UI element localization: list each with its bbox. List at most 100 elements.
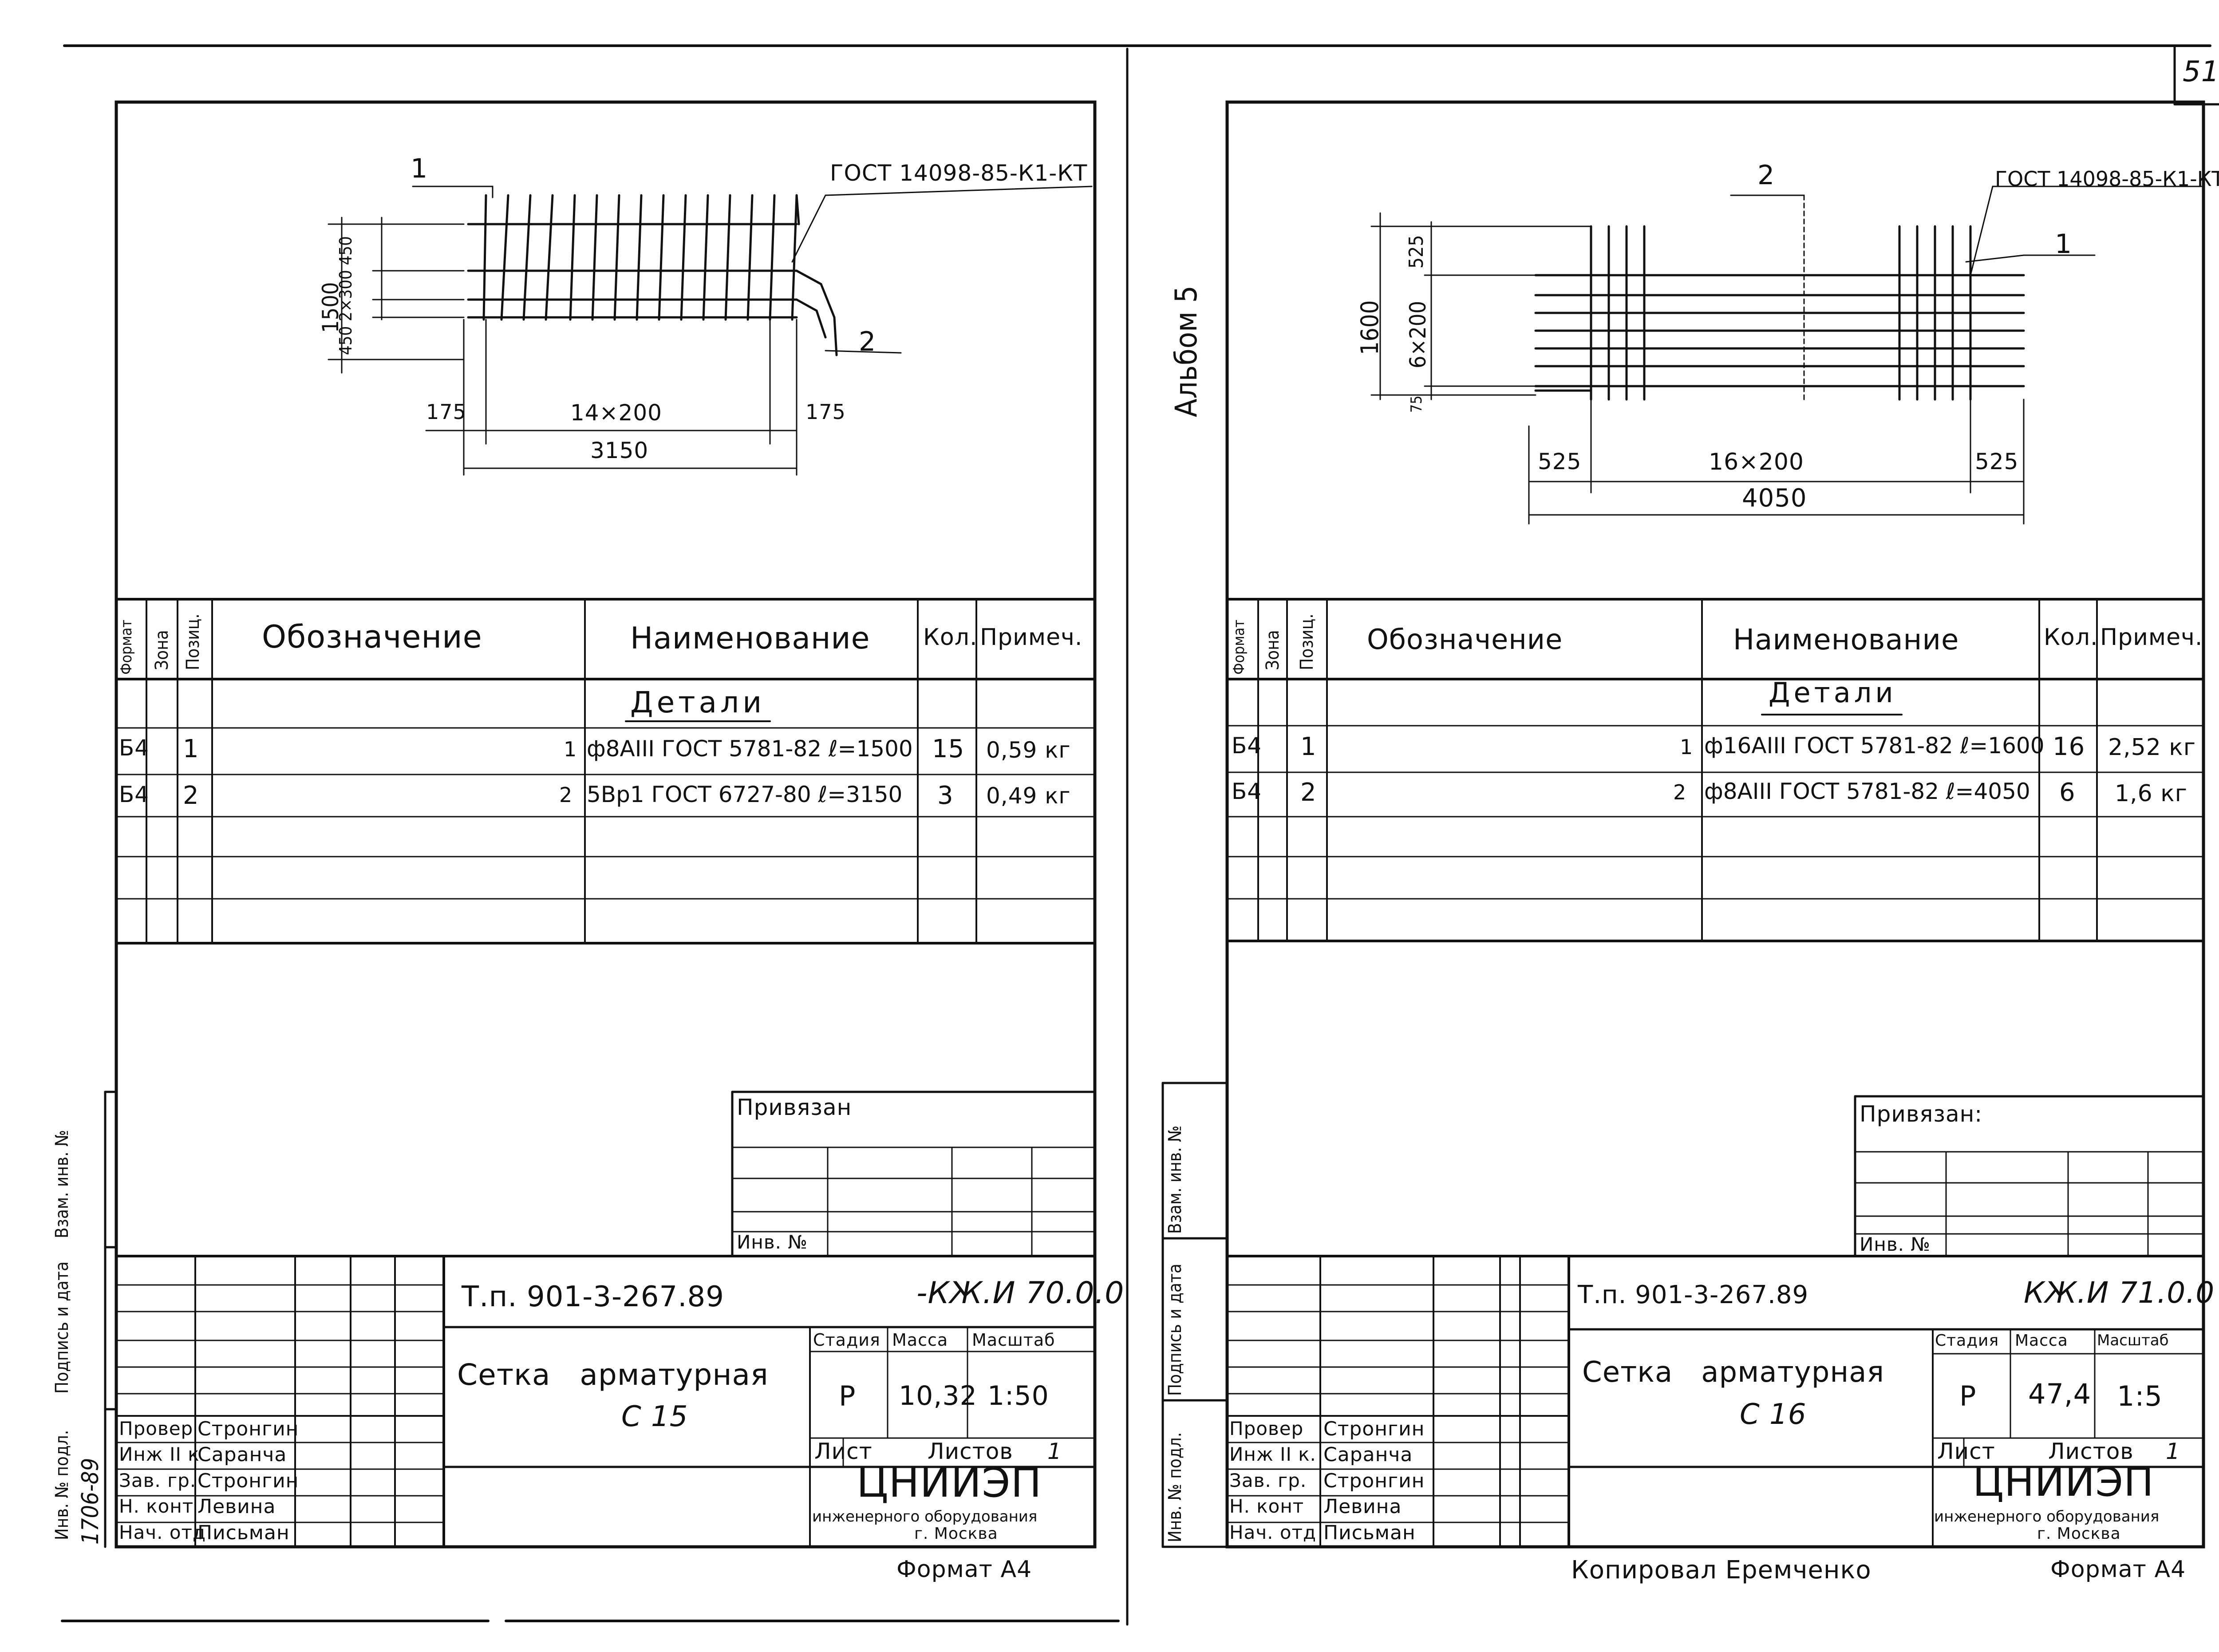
header-zone: Зона <box>1263 630 1283 670</box>
header-designation: Обозначение <box>1367 623 1563 656</box>
person-name: Стронгин <box>1323 1418 1425 1440</box>
header-name: Наименование <box>1733 624 1959 656</box>
scale-value: 1:5 <box>2117 1380 2163 1412</box>
dim-edge-left-left: 175 <box>426 400 466 424</box>
sheets-label: Листов <box>928 1439 1013 1464</box>
row-note: 1,6 кг <box>2115 780 2187 807</box>
row-pos: 1 <box>1300 732 1317 761</box>
inv-value: 1706-89 <box>77 1458 104 1545</box>
row-designation: 1 <box>564 737 577 761</box>
mass-value: 47,4 <box>2028 1378 2092 1410</box>
vzam-label: Взам. инв. № <box>52 1130 72 1238</box>
inv-no-label: Инв. № <box>1860 1233 1931 1255</box>
project-number: Т.п. 901-3-267.89 <box>1578 1280 1809 1309</box>
person-name: Письман <box>197 1522 290 1544</box>
org-sub: инженерного оборудования <box>812 1508 1038 1526</box>
header-format: Формат <box>118 619 135 675</box>
podpis-label: Подпись и дата <box>1165 1263 1185 1396</box>
mass-value: 10,32 <box>899 1380 977 1411</box>
project-number: Т.п. 901-3-267.89 <box>462 1280 724 1313</box>
person-name: Стронгин <box>197 1470 299 1492</box>
title-line1: Сетка арматурная <box>1582 1356 1884 1389</box>
row-note: 0,59 кг <box>986 737 1071 763</box>
dim-edge-right-left: 175 <box>805 400 846 424</box>
header-qty: Кол. <box>2044 624 2098 651</box>
row-pos: 2 <box>183 781 199 810</box>
person-name: Левина <box>197 1495 276 1518</box>
row-format: Б4 <box>119 782 150 807</box>
dim-bottom-right: 75 <box>1408 395 1425 413</box>
mass-label: Масса <box>2015 1332 2068 1350</box>
row-name: ф8АIII ГОСТ 5781-82 ℓ=4050 <box>1704 779 2030 804</box>
copied-by: Копировал Еремченко <box>1571 1556 1872 1585</box>
format-label: Формат А4 <box>2050 1556 2186 1583</box>
role: Н. конт <box>119 1495 194 1517</box>
sheets-count: 1 <box>1047 1439 1062 1464</box>
dim-height-total-right: 1600 <box>1356 300 1384 355</box>
dim-edge-left-right: 525 <box>1538 449 1582 474</box>
role: Провер <box>1229 1418 1304 1439</box>
sheet-label: Лист <box>1937 1439 1995 1464</box>
row-note: 2,52 кг <box>2108 734 2196 761</box>
inv-podl-label: Инв. № подл. <box>52 1430 72 1540</box>
album-label: Альбом 5 <box>1169 285 1204 417</box>
sheets-label: Листов <box>2048 1439 2134 1464</box>
person-name: Саранча <box>1323 1443 1413 1466</box>
privyazan-label: Привязан <box>737 1095 852 1120</box>
privyazan-label: Привязан: <box>1860 1101 1983 1127</box>
header-qty: Кол. <box>923 624 978 651</box>
callout-2-left: 2 <box>859 326 877 357</box>
stage-label: Стадия <box>1935 1332 1999 1350</box>
stage-value: Р <box>1959 1380 1977 1412</box>
title-line2: С 15 <box>621 1400 688 1433</box>
format-label: Формат А4 <box>896 1556 1032 1583</box>
stage-label: Стадия <box>813 1330 880 1350</box>
header-pos: Позиц. <box>183 613 203 670</box>
section-title: Детали <box>1769 676 1897 709</box>
gost-label-right: ГОСТ 14098-85-К1-КТ <box>1995 167 2219 191</box>
podpis-label: Подпись и дата <box>52 1261 72 1394</box>
title-line1: Сетка арматурная <box>457 1358 769 1392</box>
header-note: Примеч. <box>980 624 1083 651</box>
row-qty: 15 <box>932 735 965 763</box>
inv-podl-label: Инв. № подл. <box>1165 1432 1185 1542</box>
dim-width-total-left: 3150 <box>590 438 649 463</box>
dim-spacing-right: 16×200 <box>1709 449 1804 475</box>
inv-no-label: Инв. № <box>737 1231 808 1253</box>
row-name: ф8АIII ГОСТ 5781-82 ℓ=1500 <box>587 736 913 762</box>
role: Н. конт <box>1229 1495 1304 1517</box>
mass-label: Масса <box>892 1330 948 1350</box>
role: Инж II к. <box>1229 1443 1316 1465</box>
header-note: Примеч. <box>2100 624 2203 651</box>
section-title: Детали <box>630 685 766 719</box>
row-pos: 2 <box>1300 778 1317 807</box>
person-name: Стронгин <box>197 1418 299 1440</box>
page-number: 51 <box>2183 55 2219 88</box>
header-name: Наименование <box>630 621 870 656</box>
document-code: КЖ.И 71.0.0 <box>2024 1276 2215 1310</box>
person-name: Левина <box>1323 1495 1402 1518</box>
header-zone: Зона <box>152 630 172 670</box>
dim-top-right: 525 <box>1405 235 1428 269</box>
person-name: Саранча <box>197 1443 287 1466</box>
row-designation: 2 <box>1673 780 1687 804</box>
document-code: -КЖ.И 70.0.0 <box>916 1276 1125 1311</box>
dim-mid-right: 6×200 <box>1405 300 1431 368</box>
vzam-label: Взам. инв. № <box>1165 1125 1185 1234</box>
role: Инж II к <box>119 1443 200 1465</box>
scale-value: 1:50 <box>987 1380 1049 1411</box>
role: Зав. гр. <box>1229 1470 1307 1491</box>
dim-width-total-right: 4050 <box>1742 484 1807 513</box>
callout-1-right: 1 <box>2055 229 2073 260</box>
org-city: г. Москва <box>914 1525 998 1543</box>
row-designation: 2 <box>559 783 573 807</box>
row-format: Б4 <box>1232 779 1262 804</box>
row-designation: 1 <box>1680 735 1694 759</box>
gost-label-left: ГОСТ 14098-85-К1-КТ <box>830 160 1088 186</box>
row-pos: 1 <box>183 735 199 763</box>
row-name: 5Вр1 ГОСТ 6727-80 ℓ=3150 <box>587 782 903 807</box>
callout-1-left: 1 <box>411 153 428 184</box>
role: Нач. отд <box>1229 1522 1317 1543</box>
row-qty: 6 <box>2059 778 2076 807</box>
